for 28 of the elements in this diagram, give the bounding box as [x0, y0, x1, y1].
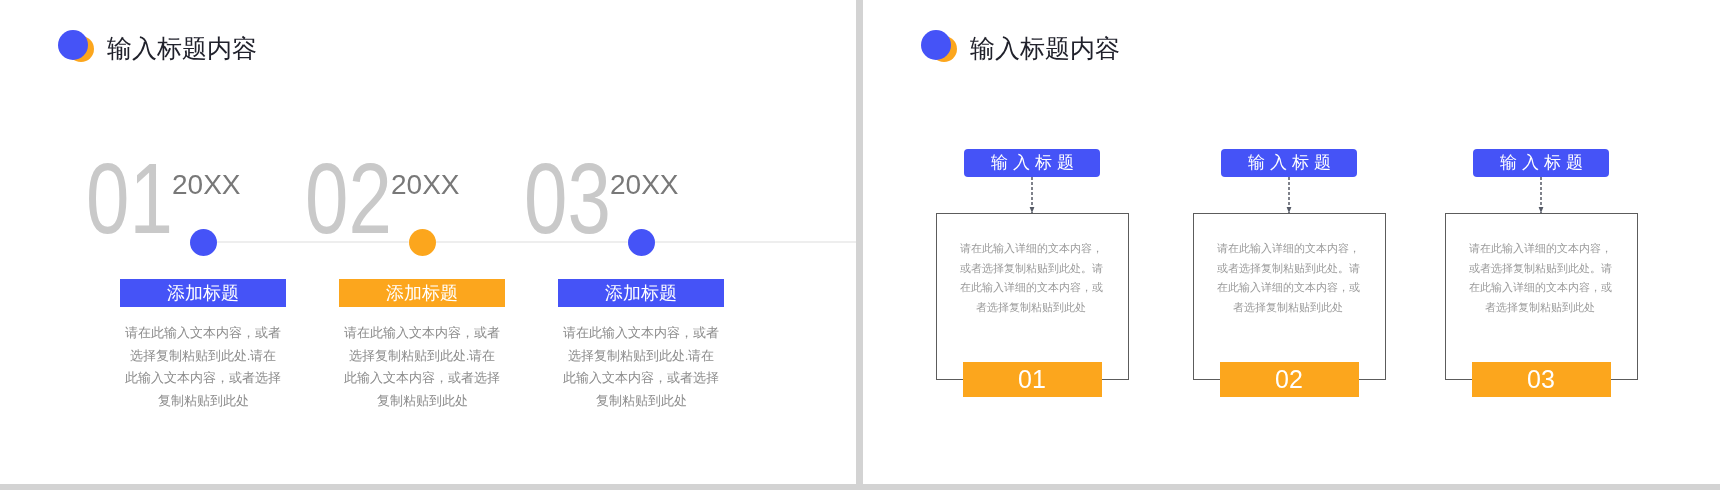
number-bar: 01: [962, 362, 1102, 397]
timeline-dot: [408, 228, 436, 256]
body-text: 请在此输入文本内容，或者选择复制粘贴到此处.请在此输入文本内容，或者选择复制粘贴到此处: [124, 324, 282, 410]
slide-panel: [0, 0, 856, 484]
title-tag: 输入标题: [964, 149, 1100, 177]
body-text: 请在此输入详细的文本内容，或者选择复制粘贴到此处。请在此输入详细的文本内容，或者选择复制粘贴到此处: [1215, 241, 1361, 315]
title-tag: 输入标题: [1473, 149, 1609, 177]
slide-title: 输入标题内容: [970, 33, 1120, 63]
body-text: 请在此输入详细的文本内容，或者选择复制粘贴到此处。请在此输入详细的文本内容，或者选择复制粘贴到此处: [1467, 241, 1613, 315]
timeline-dot: [627, 228, 655, 256]
body-text: 请在此输入详细的文本内容，或者选择复制粘贴到此处。请在此输入详细的文本内容，或者选择复制粘贴到此处: [958, 241, 1104, 315]
number-bar: 03: [1471, 362, 1611, 397]
number-bar: 02: [1219, 362, 1359, 397]
year-label: 20XX: [172, 170, 241, 200]
dashed-arrow: [1286, 176, 1292, 214]
dashed-arrow: [1029, 176, 1035, 214]
timeline-dot: [189, 228, 217, 256]
slide-panel: [863, 0, 1720, 484]
body-text: 请在此输入文本内容，或者选择复制粘贴到此处.请在此输入文本内容，或者选择复制粘贴到此处: [562, 324, 720, 410]
dashed-arrow: [1538, 176, 1544, 214]
title-bar: 添加标题: [339, 279, 505, 307]
year-label: 20XX: [610, 170, 679, 200]
title-bar: 添加标题: [120, 279, 286, 307]
slide-title: 输入标题内容: [107, 33, 257, 63]
title-tag: 输入标题: [1221, 149, 1357, 177]
body-text: 请在此输入文本内容，或者选择复制粘贴到此处.请在此输入文本内容，或者选择复制粘贴到此处: [343, 324, 501, 410]
title-bar: 添加标题: [558, 279, 724, 307]
year-label: 20XX: [391, 170, 460, 200]
